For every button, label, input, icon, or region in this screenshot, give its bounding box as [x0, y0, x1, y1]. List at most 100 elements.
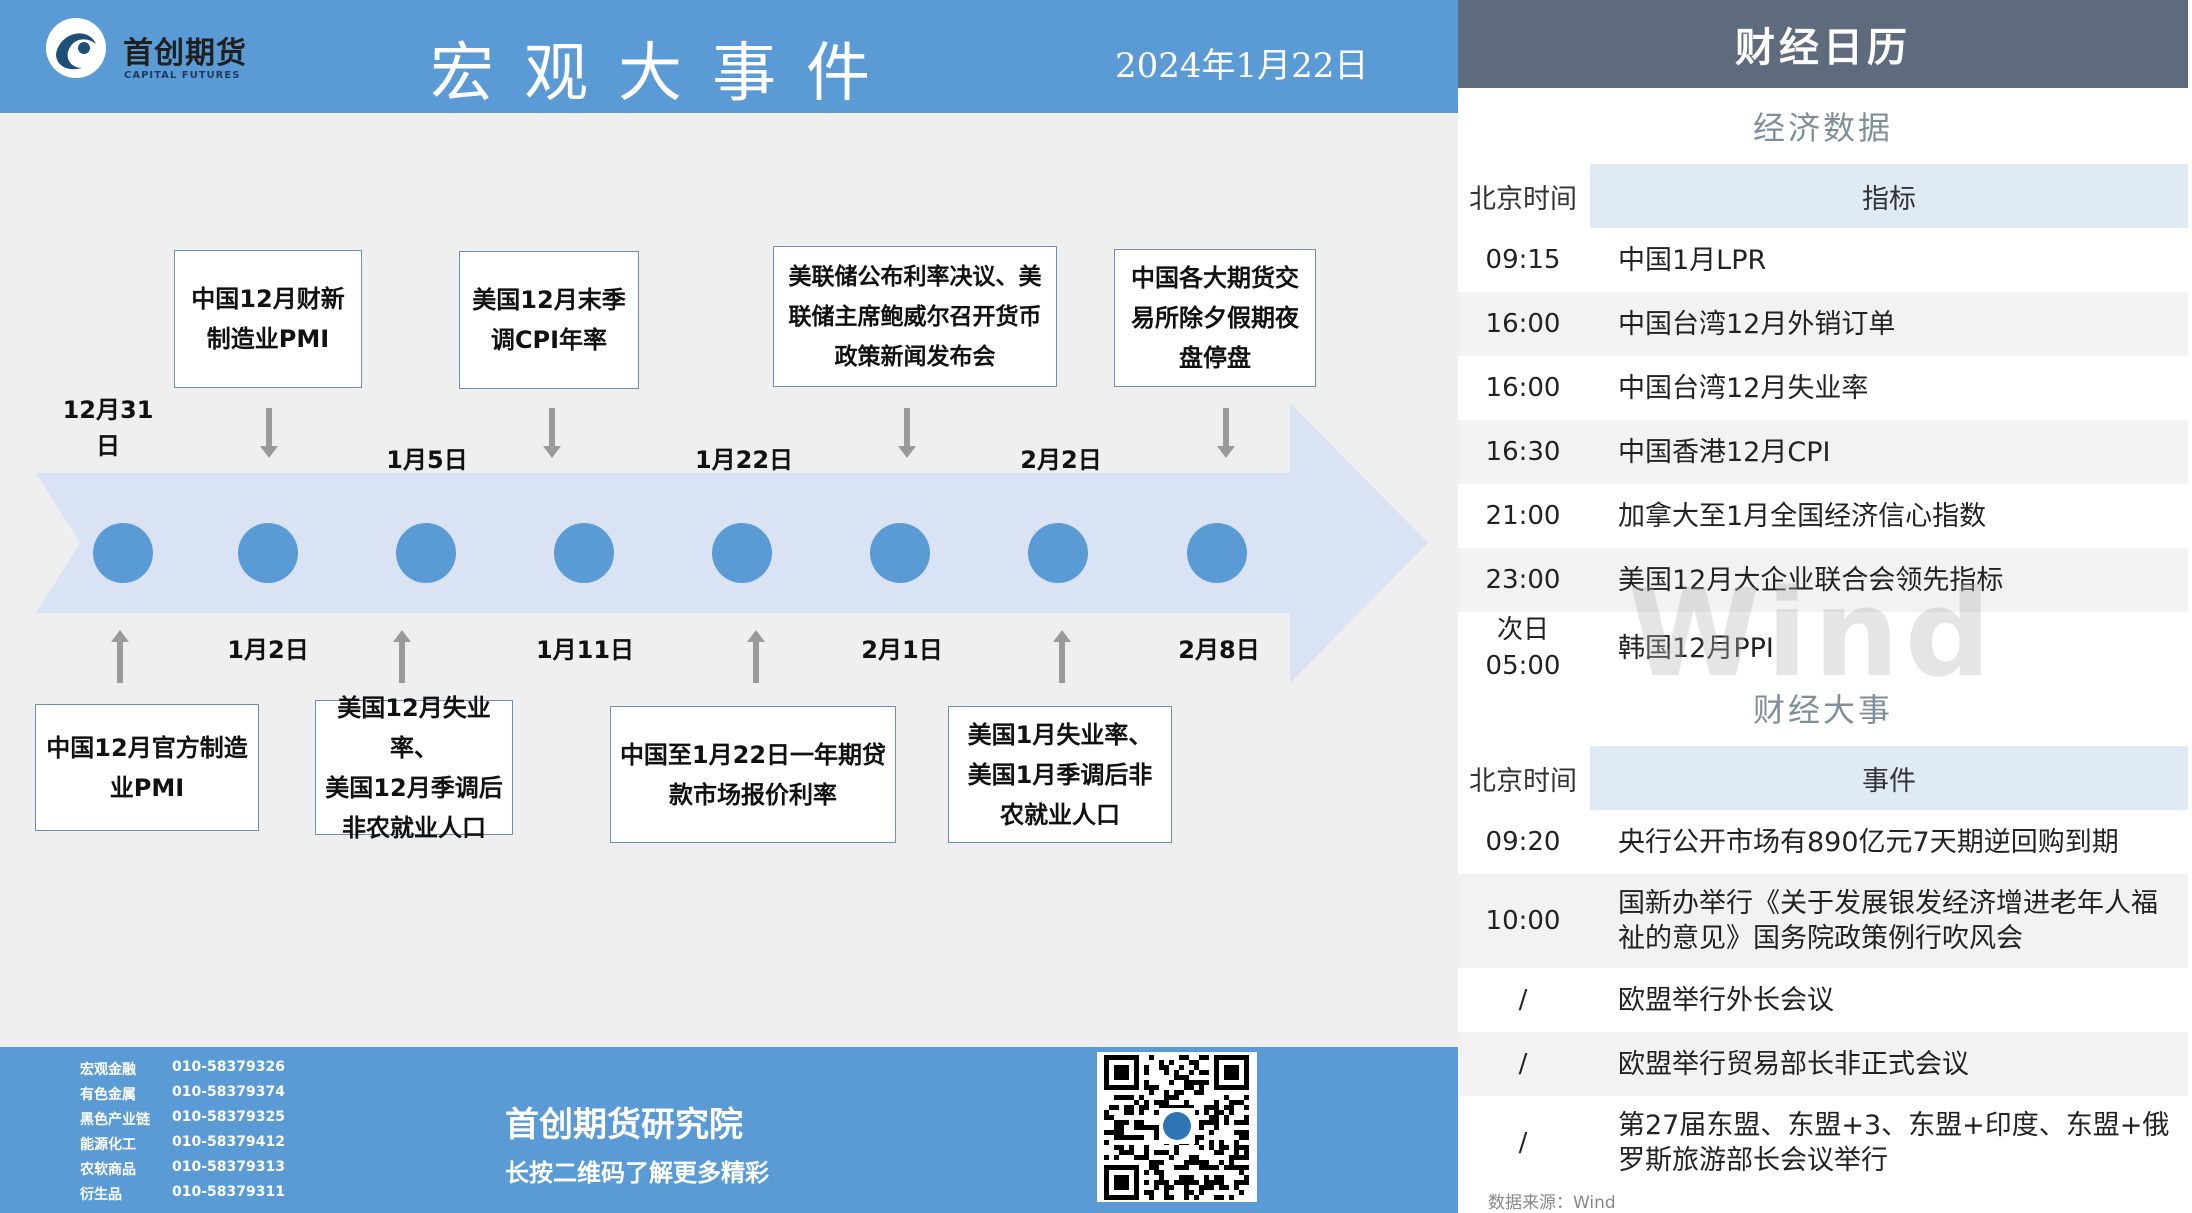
header-bar: 首创期货 CAPITAL FUTURES 宏观大事件 2024年1月22日	[0, 0, 1458, 113]
economic-data-title: 经济数据	[1752, 109, 1893, 147]
contact-phone: 010-58379326	[172, 1059, 285, 1075]
down-arrow-icon	[898, 408, 916, 458]
row-description: 欧盟举行贸易部长非正式会议	[1618, 1048, 1969, 1080]
timeline-date-top: 2月2日	[1020, 446, 1102, 474]
table-row: 21:00 加拿大至1月全国经济信心指数	[1458, 484, 2188, 548]
row-time: /	[1518, 985, 1528, 1015]
table-row: 10:00 国新办举行《关于发展银发经济增进老年人福祉的意见》国务院政策例行吹风会	[1458, 874, 2188, 968]
calendar-title: 财经日历	[1458, 0, 2188, 88]
contact-phone: 010-58379412	[172, 1134, 285, 1150]
timeline-dot	[1187, 523, 1247, 583]
macro-events-panel: 首创期货 CAPITAL FUTURES 宏观大事件 2024年1月22日 12…	[0, 0, 1458, 1213]
contact-dept: 宏观金融	[80, 1062, 136, 1078]
institute-name: 首创期货研究院	[505, 1105, 743, 1145]
timeline-date-bottom: 2月8日	[1178, 636, 1260, 664]
row-time: 21:00	[1485, 501, 1561, 531]
timeline-date-top: 1月22日	[694, 446, 794, 474]
event-box-top: 美联储公布利率决议、美 联储主席鲍威尔召开货币 政策新闻发布会	[773, 246, 1057, 387]
event-box-bottom: 中国至1月22日一年期贷 款市场报价利率	[610, 706, 896, 843]
column-header-indicator: 指标	[1590, 164, 2188, 228]
timeline-graphic	[36, 403, 1428, 683]
events-table-header: 北京时间 事件	[1458, 746, 2188, 810]
down-arrow-icon	[260, 408, 278, 458]
event-box-bottom: 美国1月失业率、 美国1月季调后非 农就业人口	[948, 706, 1172, 843]
timeline-date-bottom: 1月2日	[227, 636, 309, 664]
page-title: 宏观大事件	[430, 37, 900, 111]
contact-phone: 010-58379313	[172, 1159, 285, 1175]
table-row: 09:20 央行公开市场有890亿元7天期逆回购到期	[1458, 810, 2188, 874]
row-description: 中国台湾12月外销订单	[1618, 308, 1896, 340]
table-row: / 欧盟举行外长会议	[1458, 968, 2188, 1032]
table-row: / 欧盟举行贸易部长非正式会议	[1458, 1032, 2188, 1096]
contact-phone: 010-58379374	[172, 1084, 285, 1100]
event-box-top: 中国各大期货交 易所除夕假期夜 盘停盘	[1114, 249, 1316, 387]
row-description: 国新办举行《关于发展银发经济增进老年人福祉的意见》国务院政策例行吹风会	[1618, 888, 2158, 954]
timeline-dot	[238, 523, 298, 583]
up-arrow-icon	[111, 630, 129, 683]
contact-item: 宏观金融 010-58379326	[80, 1059, 285, 1079]
event-box-top: 中国12月财新 制造业PMI	[174, 250, 362, 388]
table-row: 16:00 中国台湾12月失业率	[1458, 356, 2188, 420]
down-arrow-icon	[1217, 408, 1235, 458]
contact-dept: 衍生品	[80, 1187, 122, 1203]
row-time: 16:30	[1485, 437, 1561, 467]
contact-item: 有色金属 010-58379374	[80, 1084, 285, 1104]
row-description: 第27届东盟、东盟+3、东盟+印度、东盟+俄罗斯旅游部长会议举行	[1618, 1110, 2170, 1176]
table-row: 23:00 美国12月大企业联合会领先指标	[1458, 548, 2188, 612]
timeline-date-bottom: 2月1日	[861, 636, 943, 664]
row-time: 09:15	[1485, 245, 1561, 275]
row-description: 中国香港12月CPI	[1618, 436, 1831, 468]
table-row: 09:15 中国1月LPR	[1458, 228, 2188, 292]
contact-item: 农软商品 010-58379313	[80, 1159, 285, 1179]
row-time: 23:00	[1485, 565, 1561, 595]
row-time: 16:00	[1485, 373, 1561, 403]
event-box-top: 美国12月末季 调CPI年率	[459, 251, 639, 389]
event-box-bottom: 中国12月官方制造 业PMI	[35, 704, 259, 831]
timeline-date-top: 12月31 日	[62, 396, 154, 460]
wind-watermark: Wind	[1628, 565, 1997, 704]
contact-dept: 农软商品	[80, 1162, 136, 1178]
row-description: 美国12月大企业联合会领先指标	[1618, 564, 2004, 596]
company-logo-icon	[46, 18, 106, 78]
contact-item: 能源化工 010-58379412	[80, 1134, 285, 1154]
row-time: /	[1518, 1049, 1528, 1079]
contact-phone: 010-58379311	[172, 1184, 285, 1200]
contact-dept: 黑色产业链	[80, 1112, 150, 1128]
timeline-date-bottom: 1月11日	[535, 636, 635, 664]
row-description: 韩国12月PPI	[1618, 632, 1774, 664]
contact-item: 黑色产业链 010-58379325	[80, 1109, 285, 1129]
logo-subtext: CAPITAL FUTURES	[124, 70, 241, 81]
row-time: 次日 05:00	[1485, 615, 1561, 681]
contact-phone: 010-58379325	[172, 1109, 285, 1125]
qr-code-icon[interactable]	[1097, 1052, 1257, 1202]
row-time: 09:20	[1485, 827, 1561, 857]
financial-events-title: 财经大事	[1752, 691, 1893, 729]
row-description: 欧盟举行外长会议	[1618, 984, 1834, 1016]
economic-table-header: 北京时间 指标	[1458, 164, 2188, 228]
timeline-dot	[712, 523, 772, 583]
column-header-time: 北京时间	[1458, 746, 1588, 810]
logo-text: 首创期货	[123, 36, 247, 71]
column-header-time: 北京时间	[1458, 164, 1588, 228]
table-row: 16:30 中国香港12月CPI	[1458, 420, 2188, 484]
financial-calendar-panel: 财经日历 经济数据 北京时间 指标 09:15 中国1月LPR 16:00 中国台湾1…	[1458, 0, 2192, 1213]
column-header-event: 事件	[1590, 746, 2188, 810]
row-description: 中国1月LPR	[1618, 244, 1767, 276]
contact-dept: 能源化工	[80, 1137, 136, 1153]
up-arrow-icon	[393, 630, 411, 683]
timeline-dot	[870, 523, 930, 583]
row-description: 央行公开市场有890亿元7天期逆回购到期	[1618, 826, 2119, 858]
row-description: 中国台湾12月失业率	[1618, 372, 1869, 404]
timeline-date-top: 1月5日	[386, 446, 468, 474]
row-time: 10:00	[1485, 906, 1561, 936]
timeline-dot	[396, 523, 456, 583]
contact-dept: 有色金属	[80, 1087, 136, 1103]
timeline-dot	[1028, 523, 1088, 583]
timeline-dot	[554, 523, 614, 583]
row-description: 加拿大至1月全国经济信心指数	[1618, 500, 1987, 532]
event-box-bottom: 美国12月失业率、 美国12月季调后 非农就业人口	[315, 694, 513, 842]
timeline-dot	[93, 523, 153, 583]
up-arrow-icon	[747, 630, 765, 683]
down-arrow-icon	[543, 408, 561, 458]
row-time: /	[1518, 1128, 1528, 1158]
